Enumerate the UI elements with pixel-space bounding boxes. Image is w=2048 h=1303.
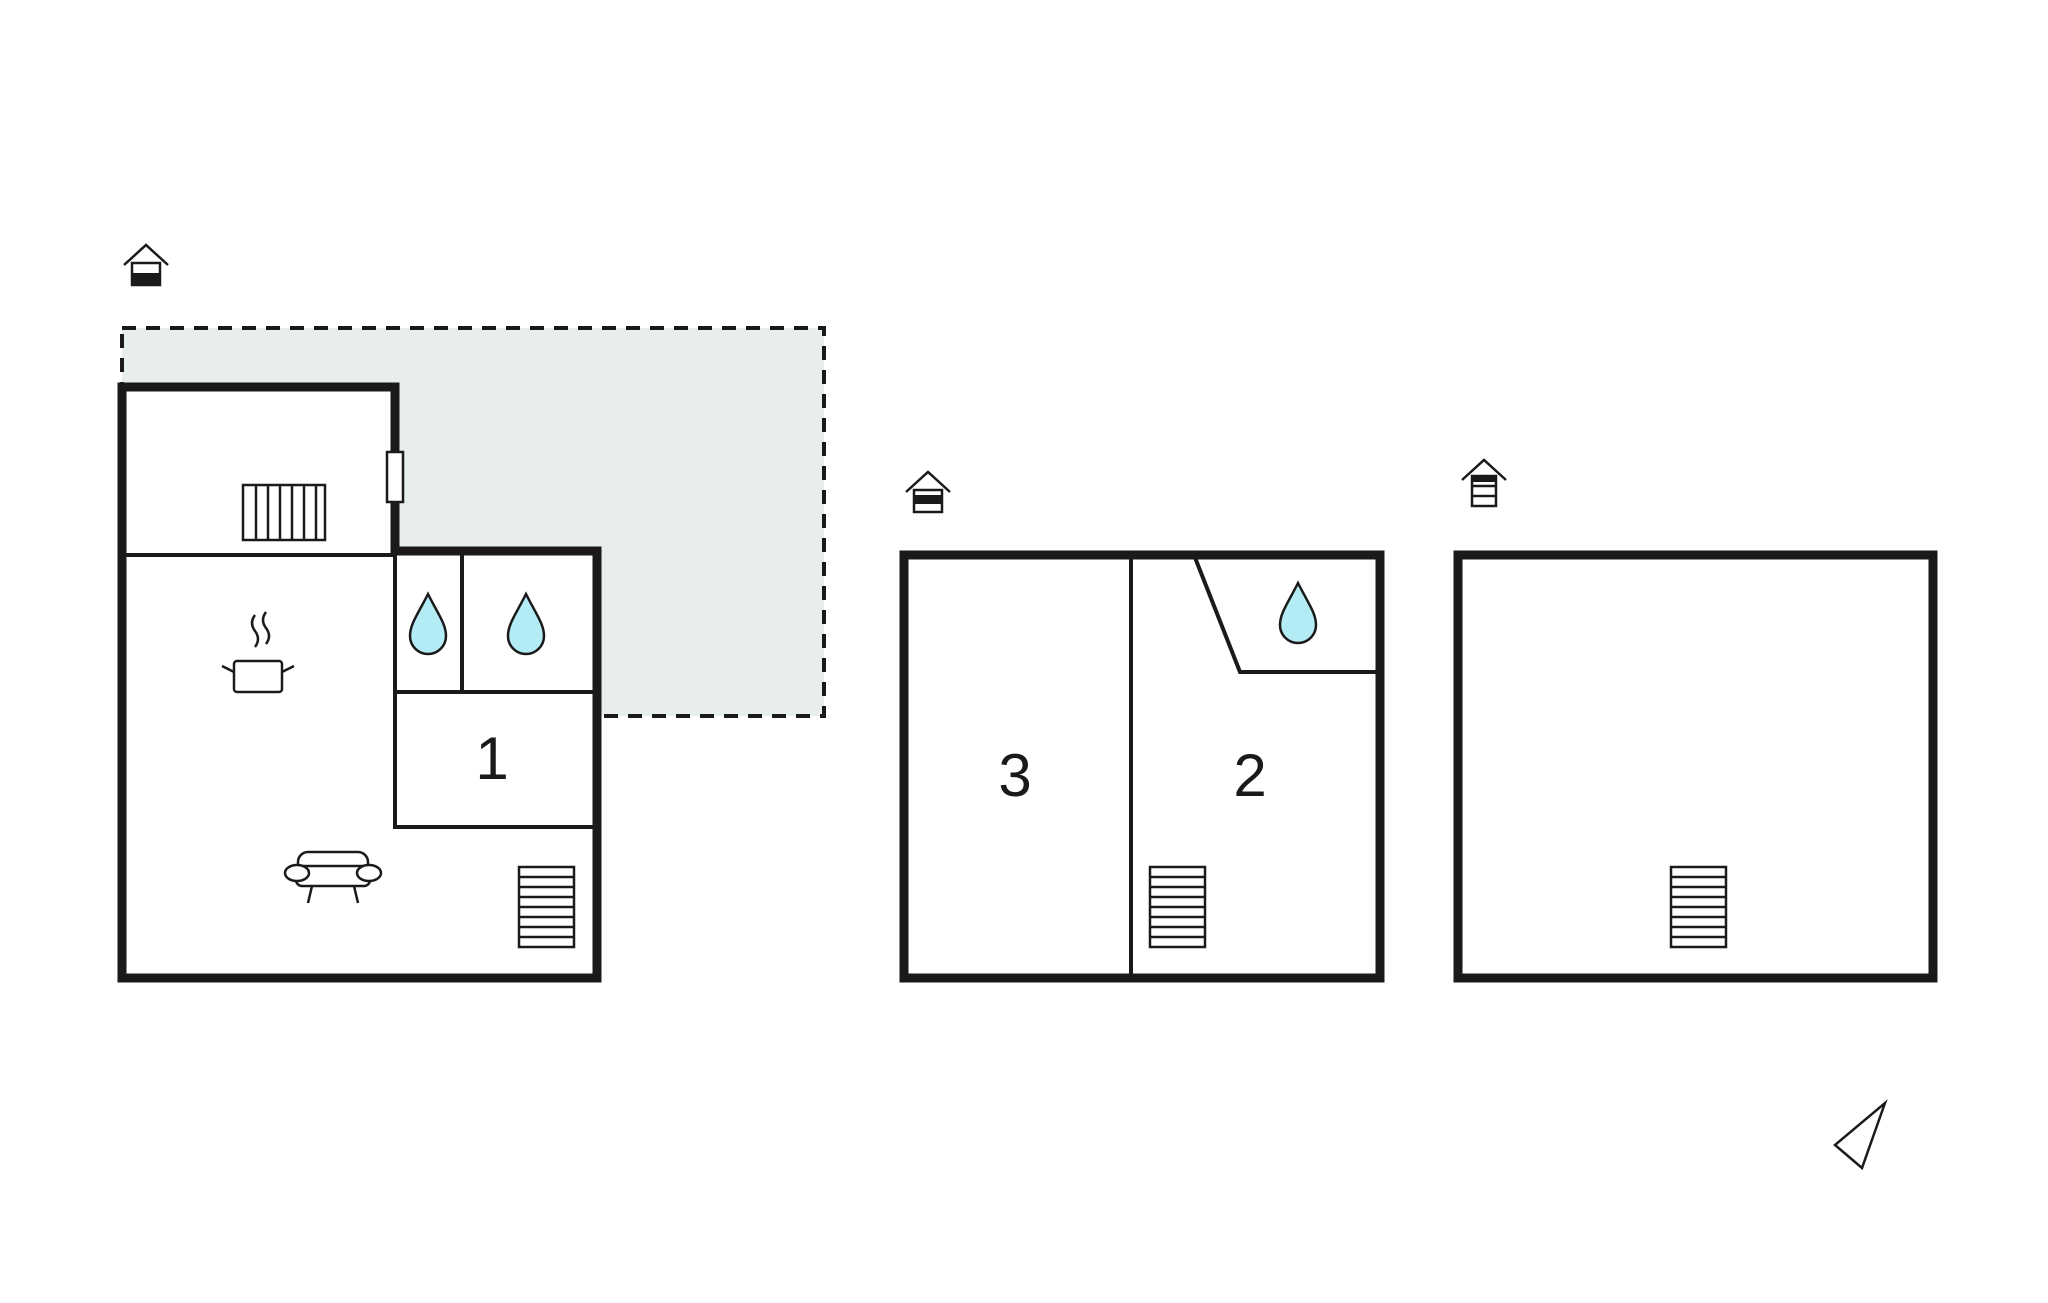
floor-attic <box>1453 458 1938 983</box>
house-level-first-icon <box>905 470 951 514</box>
sofa-icon <box>283 850 383 904</box>
house-level-attic-icon <box>1461 458 1507 508</box>
floor-ground: 1 <box>117 243 826 983</box>
room-label: 1 <box>475 725 508 792</box>
window-icon <box>385 450 405 504</box>
staircase-icon <box>517 865 576 949</box>
attic-walls <box>1453 550 1938 983</box>
staircase-icon <box>1669 865 1728 949</box>
radiator-icon <box>241 483 327 542</box>
floor-first: 3 2 <box>899 470 1385 983</box>
room-label: 2 <box>1233 742 1266 809</box>
staircase-icon <box>1148 865 1207 949</box>
ground-floor-walls <box>117 382 602 983</box>
cooking-pot-icon <box>221 611 295 694</box>
room-label: 3 <box>998 742 1031 809</box>
first-floor-walls <box>899 550 1385 983</box>
water-drop-icon <box>1278 580 1318 645</box>
north-arrow-icon <box>1833 1099 1888 1171</box>
house-level-ground-icon <box>123 243 169 287</box>
water-drop-icon <box>408 591 448 656</box>
water-drop-icon <box>506 591 546 656</box>
